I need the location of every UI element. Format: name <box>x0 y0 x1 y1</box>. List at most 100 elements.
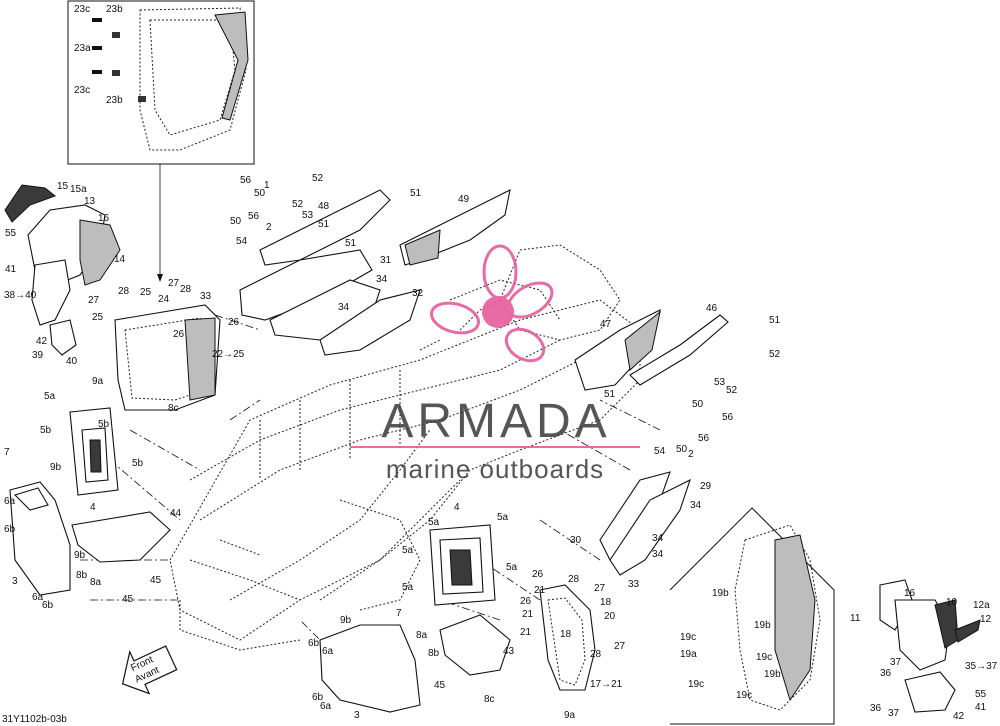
callout-51: 51 <box>604 389 616 400</box>
callout-19c: 19c <box>736 690 752 701</box>
right-side-panels <box>599 471 691 576</box>
watermark-subtitle: marine outboards <box>386 454 604 484</box>
callout-53: 53 <box>714 377 726 388</box>
callout-17-21: 17→21 <box>590 679 623 690</box>
callout-45: 45 <box>434 680 446 691</box>
callout-34: 34 <box>652 549 664 560</box>
assembly-lines <box>80 309 661 651</box>
callout-34: 34 <box>690 500 702 511</box>
callout-28: 28 <box>180 284 192 295</box>
callout-19c: 19c <box>680 632 696 643</box>
callout-9b: 9b <box>74 550 86 561</box>
callout-52: 52 <box>726 385 738 396</box>
callout-26: 26 <box>228 317 240 328</box>
callout-50: 50 <box>692 399 704 410</box>
callout-55: 55 <box>975 689 987 700</box>
callout-11: 11 <box>850 613 861 624</box>
callout-19c: 19c <box>688 679 704 690</box>
callout-49: 49 <box>458 194 470 205</box>
callout-4: 4 <box>454 502 460 513</box>
callout-6b: 6b <box>42 600 54 611</box>
callout-14: 14 <box>114 254 126 265</box>
callout-36: 36 <box>880 668 892 679</box>
callout-23c: 23c <box>74 4 90 15</box>
callout-27: 27 <box>88 295 100 306</box>
callout-55: 55 <box>5 228 17 239</box>
callout-42: 42 <box>953 711 965 722</box>
callout-45: 45 <box>150 575 162 586</box>
front-direction-arrow: Front Avant <box>121 645 178 695</box>
callout-8b: 8b <box>428 648 440 659</box>
callout-34: 34 <box>338 302 350 313</box>
callout-18: 18 <box>600 597 612 608</box>
vehicle-frame <box>169 244 641 651</box>
callout-41: 41 <box>5 264 17 275</box>
callout-9b: 9b <box>340 615 352 626</box>
callout-50: 50 <box>230 216 242 227</box>
callout-31: 31 <box>380 255 392 266</box>
callout-6a: 6a <box>320 701 332 712</box>
callout-28: 28 <box>590 649 602 660</box>
callout-25: 25 <box>92 312 104 323</box>
callout-50: 50 <box>676 444 688 455</box>
callout-56: 56 <box>698 433 710 444</box>
callout-3: 3 <box>354 710 360 721</box>
callout-19b: 19b <box>712 588 729 599</box>
callout-15a: 15a <box>70 184 87 195</box>
callout-24: 24 <box>158 294 170 305</box>
callout-18: 18 <box>560 629 572 640</box>
callout-26: 26 <box>173 329 185 340</box>
callout-19a: 19a <box>680 649 697 660</box>
callout-29: 29 <box>700 481 712 492</box>
callout-27: 27 <box>594 583 606 594</box>
callout-27: 27 <box>168 278 180 289</box>
propeller-logo-icon <box>430 244 554 363</box>
callout-10: 10 <box>946 597 958 608</box>
callout-1: 1 <box>264 180 270 191</box>
callout-51: 51 <box>318 219 330 230</box>
callout-6b: 6b <box>308 638 320 649</box>
callout-16: 16 <box>98 213 110 224</box>
callout-2: 2 <box>688 449 694 460</box>
callout-21: 21 <box>520 627 532 638</box>
callout-21: 21 <box>522 609 534 620</box>
callout-39: 39 <box>32 350 44 361</box>
callout-32: 32 <box>412 288 424 299</box>
callout-45: 45 <box>122 594 134 605</box>
callout-51: 51 <box>345 238 357 249</box>
right-front-fender <box>879 579 981 713</box>
callout-53: 53 <box>302 210 314 221</box>
callout-34: 34 <box>652 533 664 544</box>
callout-28: 28 <box>118 286 130 297</box>
callout-37: 37 <box>890 657 902 668</box>
callout-54: 54 <box>654 446 666 457</box>
callout-12: 12 <box>980 614 992 625</box>
callout-40: 40 <box>66 356 78 367</box>
callout-2: 2 <box>266 222 272 233</box>
callout-23a: 23a <box>74 43 91 54</box>
callout-34: 34 <box>376 274 388 285</box>
callout-23b: 23b <box>106 4 123 15</box>
callout-5a: 5a <box>428 517 440 528</box>
callout-5b: 5b <box>98 419 110 430</box>
callout-9a: 9a <box>92 376 104 387</box>
callout-51: 51 <box>769 315 781 326</box>
radiator-center <box>429 524 496 606</box>
callout-42: 42 <box>36 336 48 347</box>
callout-12a: 12a <box>973 600 990 611</box>
left-side-panel <box>9 481 171 596</box>
callout-6b: 6b <box>312 692 324 703</box>
lower-center-panels <box>319 614 511 713</box>
callout-8a: 8a <box>90 577 102 588</box>
callout-9b: 9b <box>50 462 62 473</box>
callout-56: 56 <box>722 412 734 423</box>
screw-icon <box>92 18 146 102</box>
callout-52: 52 <box>292 199 304 210</box>
front-grille-panel <box>114 304 221 411</box>
callout-37: 37 <box>888 708 900 719</box>
callout-20: 20 <box>604 611 616 622</box>
callout-33: 33 <box>628 579 640 590</box>
lower-fender-assembly <box>539 584 596 691</box>
callout-26: 26 <box>532 569 544 580</box>
